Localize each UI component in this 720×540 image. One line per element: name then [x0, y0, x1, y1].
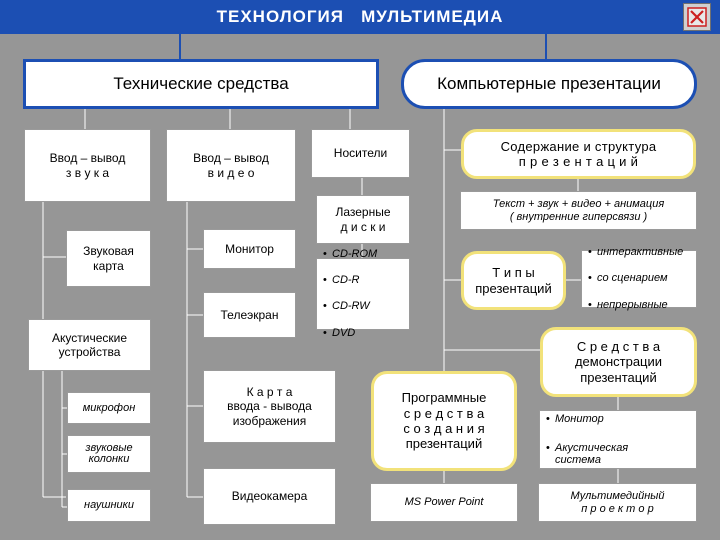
tech-title-box: Технические средства [23, 59, 379, 109]
presentation-types-box: Т и п ы презентаций [461, 251, 566, 310]
disk-formats-list: CD-ROM CD-R CD-RW DVD [316, 248, 410, 340]
presentations-title-box: Компьютерные презентации [401, 59, 697, 109]
list-item: со сценарием [588, 272, 683, 285]
video-io-box: Ввод – вывод в и д е о [166, 129, 296, 202]
speakers-box: звуковые колонки [67, 435, 151, 473]
close-button[interactable] [683, 3, 711, 31]
list-item: CD-RW [323, 300, 377, 313]
content-detail-box: Текст + звук + видео + анимация ( внутре… [460, 191, 697, 230]
list-item: DVD [323, 327, 377, 340]
page-title: ТЕХНОЛОГИЯ МУЛЬТИМЕДИА [216, 7, 504, 26]
close-x-icon [687, 7, 707, 27]
monitor-box: Монитор [203, 229, 296, 269]
laser-disks-box: Лазерные д и с к и [316, 195, 410, 244]
list-item: CD-R [323, 274, 377, 287]
sound-card-box: Звуковая карта [66, 230, 151, 287]
capture-card-box: К а р т а ввода - вывода изображения [203, 370, 336, 443]
media-box: Носители [311, 129, 410, 178]
demo-tools-box: С р е д с т в а демонстрации презентаций [540, 327, 697, 397]
power-point-box: MS Power Point [370, 483, 518, 522]
tv-screen-box: Телеэкран [203, 292, 296, 338]
acoustic-devices-box: Акустические устройства [28, 319, 151, 371]
presentation-types-list: интерактивные со сценарием непрерывные [581, 246, 697, 312]
headphones-box: наушники [67, 489, 151, 522]
list-item: непрерывные [588, 299, 683, 312]
list-item: CD-ROM [323, 248, 377, 261]
microphone-box: микрофон [67, 392, 151, 424]
list-item: интерактивные [588, 246, 683, 259]
list-item: Монитор [546, 413, 628, 426]
list-item: Акустическая система [546, 442, 628, 466]
software-tools-box: Программные с р е д с т в а с о з д а н … [371, 371, 517, 471]
demo-devices-list: Монитор Акустическая система [539, 410, 697, 469]
projector-box: Мультимедийный п р о е к т о р [538, 483, 697, 522]
title-bar [0, 0, 720, 34]
video-camera-box: Видеокамера [203, 468, 336, 525]
content-structure-box: Содержание и структура п р е з е н т а ц… [461, 129, 696, 179]
sound-io-box: Ввод – вывод з в у к а [24, 129, 151, 202]
